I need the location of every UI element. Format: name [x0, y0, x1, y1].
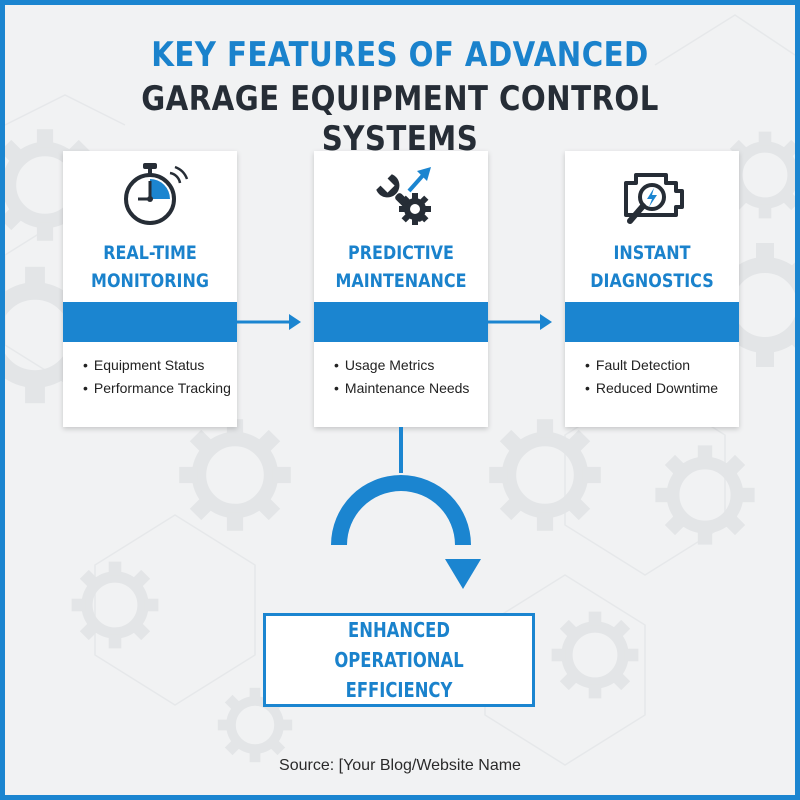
bullet-item: Fault Detection — [585, 354, 718, 377]
card-heading: REAL-TIME MONITORING — [91, 242, 209, 292]
card-accent-band — [565, 302, 739, 342]
bullet-item: Equipment Status — [83, 354, 231, 377]
card-bullet-list: Fault Detection Reduced Downtime — [585, 354, 718, 400]
feature-card-instant-diagnostics: INSTANT DIAGNOSTICS Fault Detection Redu… — [565, 151, 739, 427]
result-box: ENHANCED OPERATIONAL EFFICIENCY — [263, 613, 535, 707]
card-heading: PREDICTIVE MAINTENANCE — [335, 242, 467, 292]
bullet-item: Reduced Downtime — [585, 377, 718, 400]
card-accent-band — [63, 302, 237, 342]
result-text: ENHANCED OPERATIONAL EFFICIENCY — [334, 618, 464, 702]
stopwatch-icon — [124, 163, 189, 225]
bullet-item: Maintenance Needs — [334, 377, 470, 400]
feature-card-real-time-monitoring: REAL-TIME MONITORING Equipment Status Pe… — [63, 151, 237, 427]
bullet-item: Usage Metrics — [334, 354, 469, 377]
title-line-1: KEY FEATURES OF ADVANCED — [151, 35, 649, 75]
card-bullet-list: Equipment Status Performance Tracking — [83, 354, 231, 400]
source-credit: Source: [Your Blog/Website Name — [279, 757, 521, 774]
card-heading: INSTANT DIAGNOSTICS — [590, 242, 714, 292]
card-bullet-list: Usage Metrics Maintenance Needs — [334, 354, 470, 400]
wrench-gear-icon — [376, 167, 431, 225]
title-line-2: GARAGE EQUIPMENT CONTROL SYSTEMS — [141, 79, 659, 159]
bullet-item: Performance Tracking — [83, 377, 231, 400]
engine-diagnostics-icon — [624, 173, 684, 224]
feature-card-predictive-maintenance: PREDICTIVE MAINTENANCE Usage Metrics Mai… — [314, 151, 488, 427]
card-accent-band — [314, 302, 488, 342]
